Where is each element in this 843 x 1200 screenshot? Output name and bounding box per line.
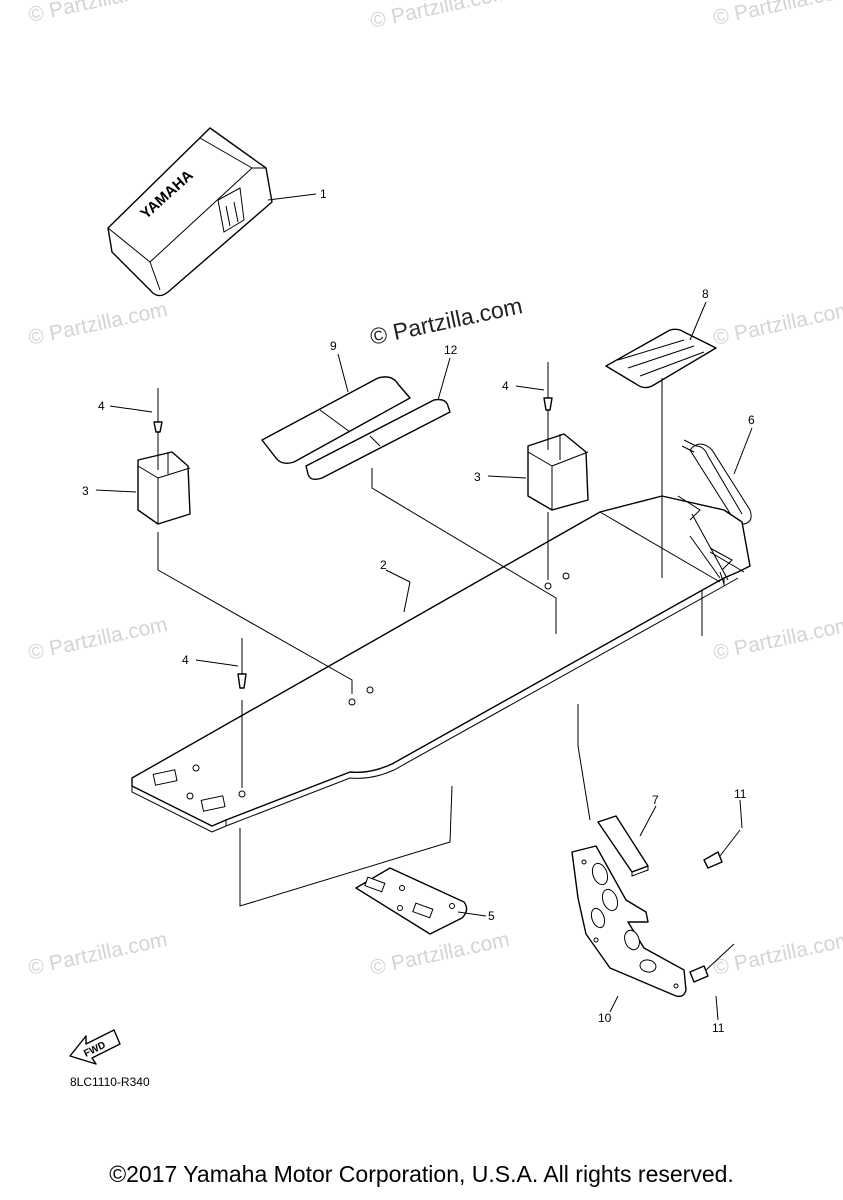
part-12-sticker bbox=[305, 398, 451, 481]
part-3-bracket-left bbox=[137, 451, 191, 525]
callout-10: 10 bbox=[598, 1011, 612, 1025]
part-9-sticker bbox=[261, 376, 411, 465]
callout-5: 5 bbox=[488, 909, 495, 923]
part-8-pad bbox=[605, 328, 717, 389]
callout-12: 12 bbox=[444, 343, 458, 357]
part-1-battery: YAMAHA bbox=[107, 127, 273, 297]
tray-slot bbox=[152, 769, 178, 786]
part-4-rivet-b bbox=[543, 362, 553, 450]
watermark: © Partzilla.com bbox=[368, 928, 511, 980]
copyright-notice: ©2017 Yamaha Motor Corporation, U.S.A. A… bbox=[109, 1161, 734, 1187]
callout-4: 4 bbox=[502, 379, 509, 393]
part-5-plate bbox=[355, 867, 468, 935]
callout-3: 3 bbox=[474, 470, 481, 484]
callout-9: 9 bbox=[330, 339, 337, 353]
part-2-tray bbox=[131, 495, 751, 833]
callout-11: 11 bbox=[734, 787, 747, 801]
watermark: © Partzilla.com bbox=[26, 298, 169, 350]
watermark: © Partzilla.com bbox=[368, 0, 511, 33]
watermark: © Partzilla.com bbox=[26, 0, 169, 27]
part-7-pad bbox=[597, 815, 649, 877]
callout-4: 4 bbox=[182, 653, 189, 667]
watermark: © Partzilla.com bbox=[26, 613, 169, 665]
part-code: 8LC1110-R340 bbox=[70, 1075, 150, 1089]
part-11-rivet-a bbox=[703, 829, 741, 869]
part-3-bracket-right bbox=[527, 433, 589, 511]
tray-slot bbox=[200, 795, 226, 812]
callout-1: 1 bbox=[320, 187, 327, 201]
leader-lines bbox=[95, 193, 753, 1021]
callout-numbers: 1 2 3 3 4 4 4 5 6 7 8 9 10 11 11 12 bbox=[82, 187, 755, 1035]
watermark: © Partzilla.com bbox=[711, 928, 843, 980]
watermark: © Partzilla.com bbox=[711, 0, 843, 30]
part-11-rivet-b bbox=[689, 943, 735, 983]
watermark: © Partzilla.com bbox=[26, 928, 169, 980]
fwd-arrow-icon: FWD bbox=[69, 1029, 121, 1065]
part-4-rivet-c bbox=[237, 638, 247, 689]
callout-7: 7 bbox=[652, 793, 659, 807]
callout-11: 11 bbox=[712, 1021, 725, 1035]
watermark: © Partzilla.com bbox=[711, 298, 843, 350]
callout-8: 8 bbox=[702, 287, 709, 301]
watermark-center: © Partzilla.com bbox=[368, 292, 525, 350]
watermark: © Partzilla.com bbox=[711, 613, 843, 665]
callout-4: 4 bbox=[98, 399, 105, 413]
callout-6: 6 bbox=[748, 413, 755, 427]
callout-2: 2 bbox=[380, 558, 387, 572]
part-10-plate bbox=[571, 845, 687, 998]
assembly-lines bbox=[157, 378, 725, 907]
part-4-rivet-a bbox=[153, 388, 163, 470]
callout-3: 3 bbox=[82, 484, 89, 498]
